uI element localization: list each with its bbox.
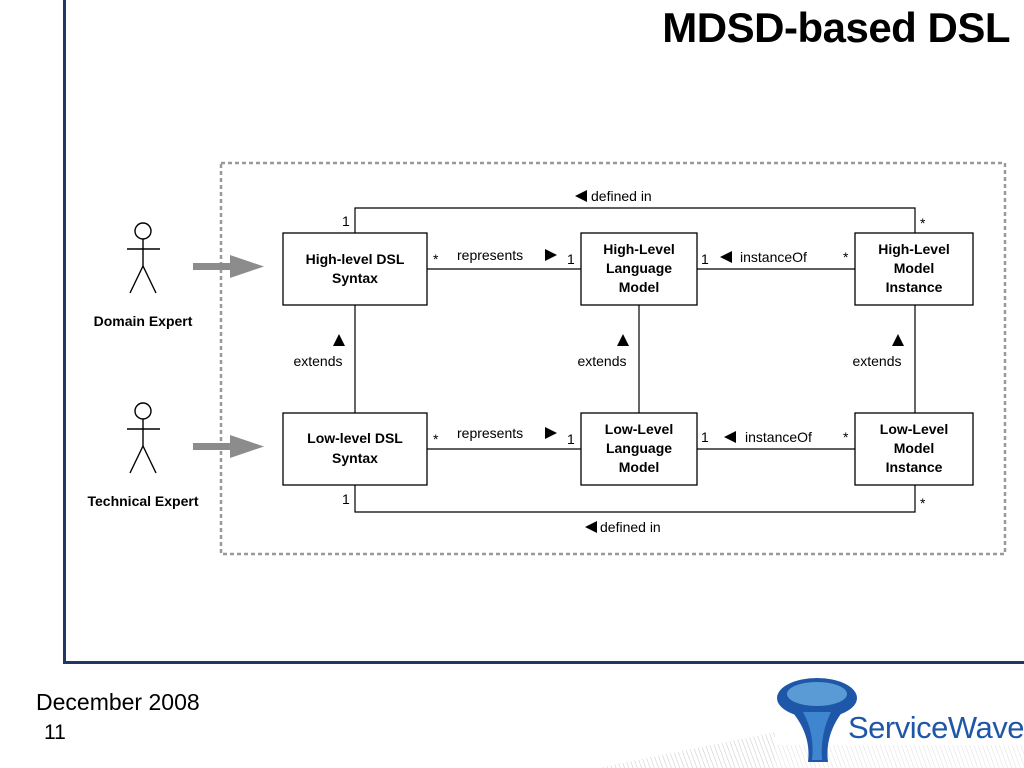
box-low-level-language-model bbox=[580, 412, 698, 486]
page-number: 11 bbox=[44, 721, 66, 744]
represents-top-arrow-icon bbox=[545, 249, 557, 261]
box-label-line: Model bbox=[619, 459, 659, 475]
box-label-line: Instance bbox=[886, 279, 943, 295]
extends-right-label: extends bbox=[852, 353, 901, 369]
defined-in-top-line bbox=[354, 207, 916, 233]
extends-left-arrow-icon bbox=[333, 334, 345, 346]
extends-left-label: extends bbox=[293, 353, 342, 369]
box-low-level-dsl-syntax bbox=[282, 412, 428, 486]
box-high-level-language-model bbox=[580, 232, 698, 306]
actor-head bbox=[134, 402, 152, 420]
defined-in-bottom-label: defined in bbox=[600, 519, 661, 535]
box-label-line: Low-Level bbox=[880, 421, 948, 437]
box-label-line: Language bbox=[606, 260, 672, 276]
dashed-container bbox=[219, 161, 1007, 556]
defined-in-top-arrow-icon bbox=[575, 190, 587, 202]
box-label-line: Model bbox=[619, 279, 659, 295]
box-label-line: Model bbox=[894, 260, 934, 276]
box-label-line: High-Level bbox=[878, 241, 950, 257]
actor-left-leg bbox=[129, 445, 144, 474]
multiplicity-label: * bbox=[433, 431, 439, 447]
box-label-line: Low-Level bbox=[605, 421, 673, 437]
servicewave-logo-text: ServiceWave bbox=[848, 710, 1024, 745]
actor-right-leg bbox=[142, 445, 157, 474]
actor-right-leg bbox=[142, 265, 157, 294]
represents-bottom-arrow-icon bbox=[545, 427, 557, 439]
actor-technical-expert bbox=[127, 402, 160, 474]
multiplicity-label: 1 bbox=[342, 491, 350, 507]
box-high-level-dsl-syntax bbox=[282, 232, 428, 306]
actor-left-leg bbox=[129, 265, 144, 294]
actor-head bbox=[134, 222, 152, 240]
logo-hatch-decoration bbox=[598, 732, 775, 768]
instanceof-top-arrow-icon bbox=[720, 251, 732, 263]
box-label-line: Language bbox=[606, 440, 672, 456]
multiplicity-label: * bbox=[920, 495, 926, 511]
instanceof-bottom-arrow-icon bbox=[724, 431, 736, 443]
frame-left-border bbox=[63, 0, 66, 664]
servicewave-logo-icon bbox=[777, 678, 857, 762]
multiplicity-label: * bbox=[843, 429, 849, 445]
actor-domain-expert bbox=[127, 222, 160, 294]
represents-top-label: represents bbox=[457, 247, 523, 263]
technical-expert-label: Technical Expert bbox=[87, 493, 198, 509]
domain-expert-label: Domain Expert bbox=[94, 313, 193, 329]
frame-bottom-border bbox=[63, 661, 1024, 664]
instanceof-top-label: instanceOf bbox=[740, 249, 807, 265]
domain-expert-arrow bbox=[193, 255, 264, 278]
extends-right-arrow-icon bbox=[892, 334, 904, 346]
multiplicity-label: 1 bbox=[567, 431, 575, 447]
box-label-line: Model bbox=[894, 440, 934, 456]
box-low-level-model-instance bbox=[854, 412, 974, 486]
footer-date: December 2008 bbox=[36, 689, 200, 715]
box-label-line: Syntax bbox=[332, 450, 378, 466]
box-label-line: High-Level bbox=[603, 241, 675, 257]
logo-hatch-decoration-right bbox=[775, 745, 1024, 768]
multiplicity-label: 1 bbox=[567, 251, 575, 267]
boxes bbox=[282, 232, 974, 486]
slide-title: MDSD-based DSL bbox=[662, 4, 1010, 51]
defined-in-top-label: defined in bbox=[591, 188, 652, 204]
defined-in-bottom-arrow-icon bbox=[585, 521, 597, 533]
box-label-line: Low-level DSL bbox=[307, 430, 403, 446]
multiplicity-label: 1 bbox=[701, 251, 709, 267]
represents-bottom-label: represents bbox=[457, 425, 523, 441]
technical-expert-arrow bbox=[193, 435, 264, 458]
instanceof-bottom-label: instanceOf bbox=[745, 429, 812, 445]
multiplicity-label: * bbox=[920, 215, 926, 231]
multiplicity-label: * bbox=[843, 249, 849, 265]
defined-in-bottom-line bbox=[354, 485, 916, 513]
extends-middle-arrow-icon bbox=[617, 334, 629, 346]
box-label-line: High-level DSL bbox=[306, 251, 405, 267]
box-high-level-model-instance bbox=[854, 232, 974, 306]
multiplicity-label: 1 bbox=[701, 429, 709, 445]
box-label-line: Instance bbox=[886, 459, 943, 475]
box-label-line: Syntax bbox=[332, 270, 378, 286]
multiplicity-label: 1 bbox=[342, 213, 350, 229]
multiplicity-label: * bbox=[433, 251, 439, 267]
connector-lines bbox=[354, 207, 916, 513]
extends-middle-label: extends bbox=[577, 353, 626, 369]
